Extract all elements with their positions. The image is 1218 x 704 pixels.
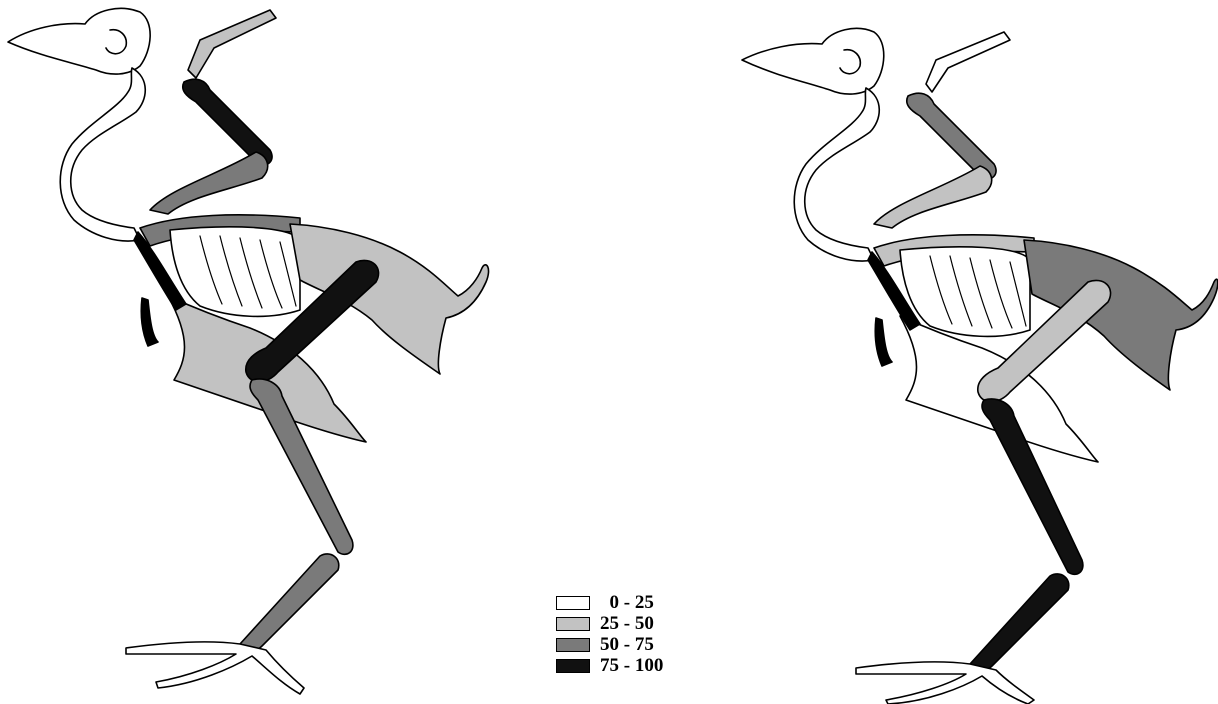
right-skeleton-diagram [730,0,1218,704]
furcula [141,298,158,346]
forearm [150,152,268,214]
furcula [875,318,892,366]
humerus [907,93,996,179]
legend-item: 50 - 75 [556,634,706,655]
skull [742,28,884,94]
legend-swatch [556,596,590,610]
legend-item: 25 - 50 [556,613,706,634]
forearm [874,166,992,228]
legend-swatch [556,659,590,673]
legend-swatch [556,638,590,652]
left-skeleton-diagram [0,0,500,704]
legend-item: 75 - 100 [556,655,706,676]
legend-label: 50 - 75 [600,634,654,656]
legend-item: 0 - 25 [556,592,706,613]
toes [126,642,304,694]
legend-label: 75 - 100 [600,655,663,677]
hand [926,32,1010,92]
legend-label: 25 - 50 [600,613,654,635]
ribs [170,227,300,317]
toes [856,662,1034,704]
hand [188,10,276,78]
legend-swatch [556,617,590,631]
neck-vertebrae [60,68,145,241]
skull [8,8,150,74]
tarsometatarsus [970,574,1069,671]
humerus [183,79,272,165]
tarsometatarsus [240,554,339,651]
legend: 0 - 25 25 - 50 50 - 75 75 - 100 [556,592,706,676]
neck-vertebrae [794,88,879,261]
legend-label: 0 - 25 [600,592,654,614]
